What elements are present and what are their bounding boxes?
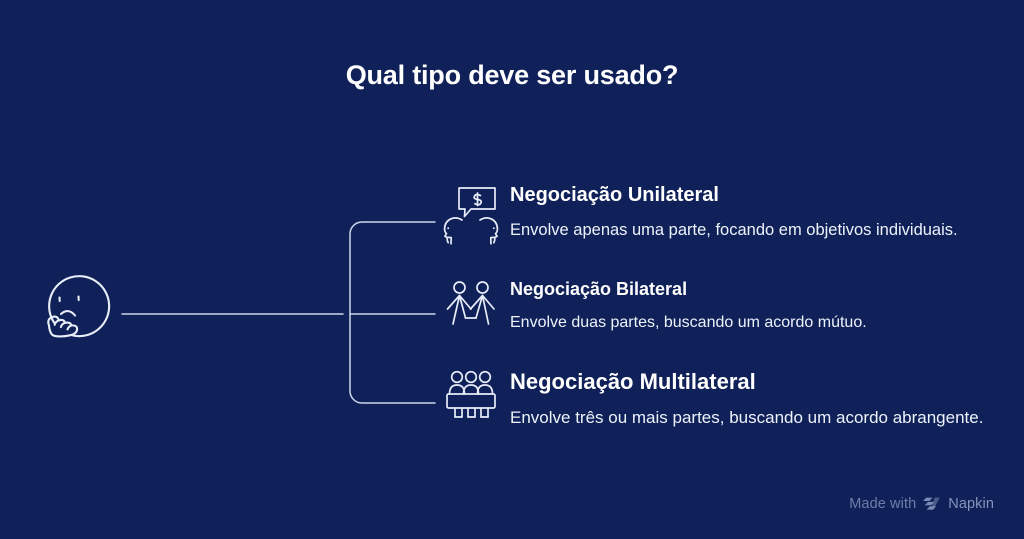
branch-text-block: Negociação Bilateral Envolve duas partes… — [502, 278, 867, 333]
branch-item-bilateral[interactable]: Negociação Bilateral Envolve duas partes… — [440, 278, 867, 333]
branch-description: Envolve três ou mais partes, buscando um… — [510, 407, 984, 427]
branch-item-multilateral[interactable]: Negociação Multilateral Envolve três ou … — [440, 368, 983, 429]
branch-heading: Negociação Unilateral — [510, 184, 719, 206]
branch-heading: Negociação Multilateral — [510, 369, 756, 394]
page-title: Qual tipo deve ser usado? — [345, 60, 679, 90]
napkin-logo-icon — [923, 497, 941, 510]
napkin-watermark[interactable]: Made with Napkin — [849, 496, 994, 512]
branch-text-block: Negociação Unilateral Envolve apenas uma… — [502, 183, 958, 241]
branch-heading: Negociação Bilateral — [510, 279, 688, 299]
branch-item-unilateral[interactable]: Negociação Unilateral Envolve apenas uma… — [440, 183, 958, 247]
three-people-at-table-icon — [440, 368, 502, 422]
two-people-linked-arms-icon — [440, 278, 502, 328]
branch-description: Envolve apenas uma parte, focando em obj… — [510, 221, 958, 239]
watermark-made-with-label: Made with — [849, 496, 917, 512]
branch-description: Envolve duas partes, buscando um acordo … — [510, 313, 867, 331]
thinking-face-icon — [30, 265, 112, 345]
two-heads-speech-bubble-dollar-icon — [440, 183, 502, 247]
branch-text-block: Negociação Multilateral Envolve três ou … — [502, 368, 983, 429]
watermark-brand-label: Napkin — [948, 496, 994, 512]
